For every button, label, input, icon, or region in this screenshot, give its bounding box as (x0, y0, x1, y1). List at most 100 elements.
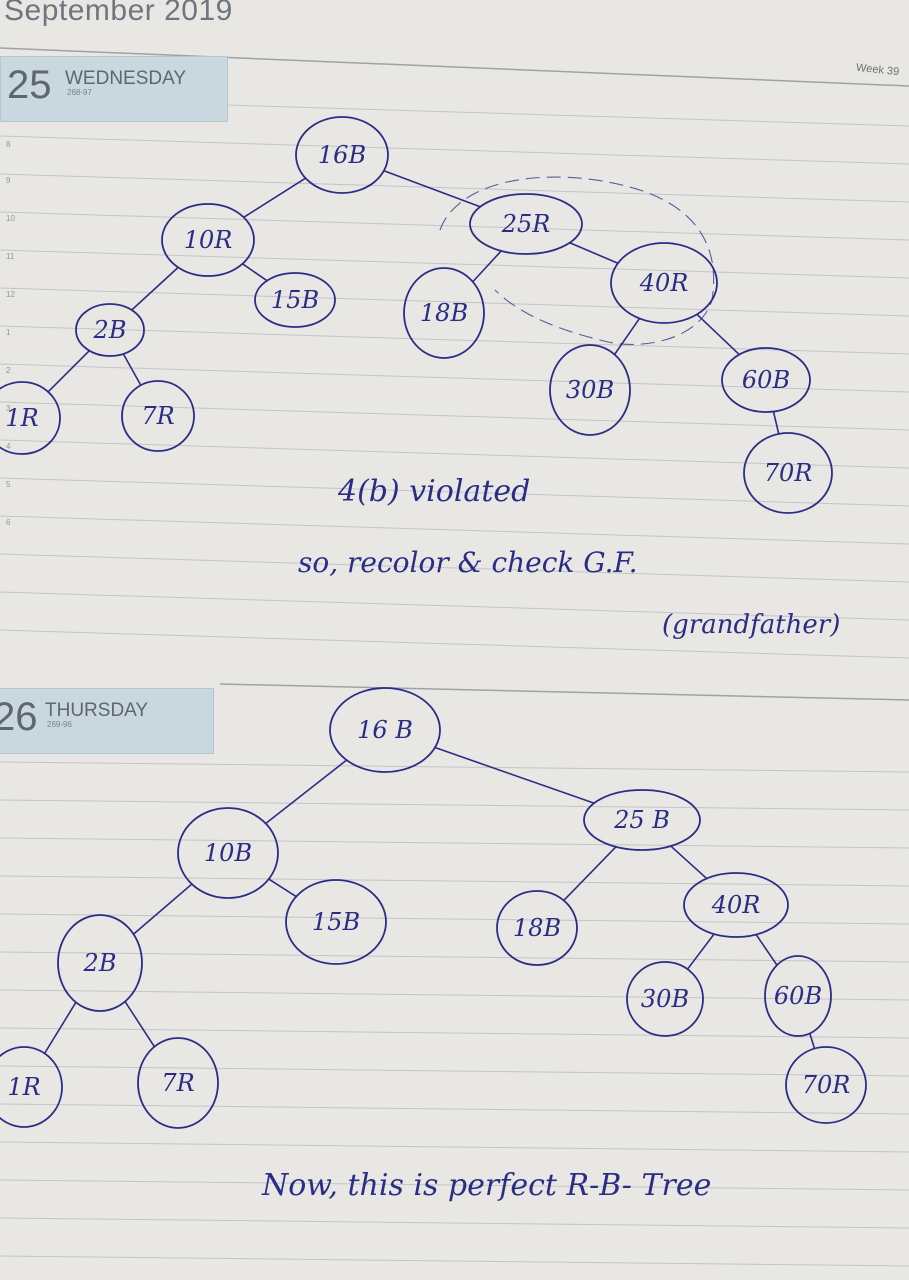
tree-node-label: 2B (83, 949, 117, 977)
tree-node-circle (285, 879, 387, 965)
day-of-year: 269-96 (47, 720, 72, 729)
tree-node-label: 18B (420, 299, 468, 327)
tree-edge (568, 241, 619, 265)
tree-node-circle (583, 789, 701, 851)
tree-edge (242, 177, 307, 219)
hour-label: 4 (6, 442, 11, 451)
tree-edge (383, 169, 481, 208)
tree-node-circle (137, 1037, 219, 1129)
tree-node-label: 2B (93, 316, 127, 344)
hour-label: 5 (6, 480, 11, 489)
ruled-line (0, 1065, 909, 1077)
tree-node-circle (610, 242, 718, 324)
tree-node-circle (469, 193, 583, 255)
tree-node-circle (721, 347, 811, 413)
tree-edge (122, 353, 142, 387)
tree-node-label: 25 B (613, 806, 670, 834)
date-number: 25 (7, 63, 52, 107)
date-tab-thursday: 26 THURSDAY 269-96 (0, 688, 214, 754)
tree-node-label: 16 B (357, 716, 413, 744)
tree-node-circle (549, 344, 631, 436)
tree-node-circle (785, 1046, 867, 1124)
tree-node-circle (743, 432, 833, 514)
tree-edge (47, 349, 91, 393)
ruled-line (0, 951, 909, 963)
tree-node-circle (403, 267, 485, 359)
ruled-line (0, 1217, 909, 1229)
tree-node-label: 16B (318, 141, 366, 169)
ruled-line (0, 989, 909, 1001)
day-of-year: 268-97 (67, 88, 92, 97)
conclusion-note: Now, this is perfect R-B- Tree (262, 1168, 712, 1203)
tree-edge (434, 746, 595, 804)
tree-node-label: 15B (271, 286, 319, 314)
tree-node-circle (75, 303, 145, 357)
ruled-line (0, 515, 909, 545)
ruled-line (0, 1255, 909, 1267)
ruled-line (0, 1141, 909, 1153)
hour-label: 12 (6, 290, 15, 299)
tree-node-circle (764, 955, 832, 1037)
header-rule (0, 47, 909, 87)
header-rule (219, 683, 909, 701)
tree-edge (696, 313, 741, 356)
ruled-line (0, 249, 909, 279)
ruled-line (0, 1179, 909, 1191)
weekday-label: THURSDAY (45, 700, 149, 721)
tree-node-label: 70R (802, 1071, 851, 1099)
tree-edge (132, 883, 193, 935)
tree-node-circle (496, 890, 578, 966)
hour-label: 6 (6, 518, 11, 527)
ruled-line (0, 135, 909, 165)
tree-node-label: 7R (161, 1069, 194, 1097)
tree-node-label: 30B (566, 376, 614, 404)
tree-edge (613, 317, 641, 356)
tree-edge (686, 933, 715, 970)
ruled-line (0, 761, 909, 773)
tree-node-label: 1R (5, 404, 38, 432)
month-year-header: September 2019 (4, 0, 233, 27)
ruled-line (0, 591, 909, 621)
ruled-line (0, 553, 909, 583)
ruled-line (0, 913, 909, 925)
weekday-label: WEDNESDAY (65, 68, 187, 89)
tree-edge (471, 250, 503, 283)
tree-edge (808, 1032, 816, 1050)
highlight-scribble (439, 176, 715, 345)
tree-node-label: 40R (639, 269, 689, 297)
ruled-line (0, 1103, 909, 1115)
hour-label: 3 (6, 404, 11, 413)
tree-node-label: 40R (711, 891, 761, 919)
hour-label: 9 (6, 176, 11, 185)
tree-node-circle (0, 381, 61, 455)
ruled-line (0, 837, 909, 849)
tree-node-circle (329, 687, 441, 773)
tree-edge (755, 933, 778, 966)
hour-label: 1 (6, 328, 11, 337)
tree-node-label: 15B (312, 908, 360, 936)
tree-node-label: 25R (501, 210, 551, 238)
tree-node-label: 1R (7, 1073, 40, 1101)
ruled-line (0, 1027, 909, 1039)
tree-node-label: 70R (764, 459, 813, 487)
tree-edge (43, 1001, 77, 1055)
tree-edge (772, 410, 780, 435)
tree-node-circle (57, 914, 143, 1012)
tree-node-label: 10B (204, 839, 252, 867)
tree-node-circle (121, 380, 195, 452)
tree-node-circle (626, 961, 704, 1037)
grandfather-note: (grandfather) (662, 610, 841, 640)
tree-node-label: 30B (641, 985, 689, 1013)
tree-node-circle (161, 203, 255, 277)
tree-edge (562, 846, 617, 902)
tree-edge (124, 1000, 156, 1048)
hour-label: 8 (6, 140, 11, 149)
tree-node-label: 60B (742, 366, 790, 394)
tree-node-circle (683, 872, 789, 938)
hour-label: 11 (6, 252, 15, 261)
tree-node-label: 7R (141, 402, 174, 430)
hour-label: 10 (6, 214, 15, 223)
